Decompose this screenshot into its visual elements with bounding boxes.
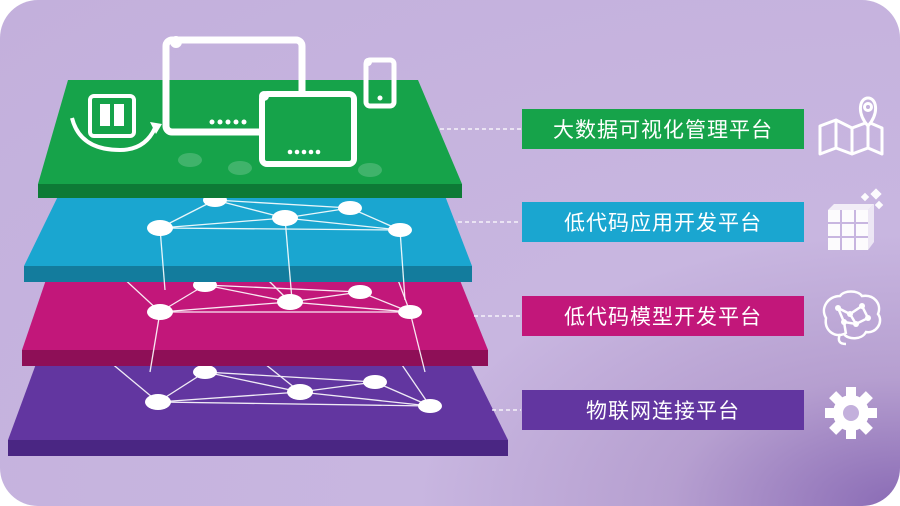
label-iot-platform: 物联网连接平台 xyxy=(522,390,804,430)
label-big-data-platform: 大数据可视化管理平台 xyxy=(522,109,804,149)
phone-icon xyxy=(363,57,397,109)
layer-model-dev xyxy=(22,268,488,373)
label-lowcode-model-platform: 低代码模型开发平台 xyxy=(522,296,804,336)
brain-icon xyxy=(822,290,882,346)
cubes-icon xyxy=(828,188,884,250)
map-pin-icon xyxy=(818,96,884,156)
small-monitor-icon xyxy=(259,91,357,167)
layer-app-dev xyxy=(24,188,472,301)
tablet-icon xyxy=(162,36,306,136)
gear-icon xyxy=(825,387,877,439)
connector-lines xyxy=(440,128,521,411)
layer-big-data xyxy=(38,36,462,198)
monitor-icon xyxy=(70,94,162,153)
label-lowcode-app-platform: 低代码应用开发平台 xyxy=(522,202,804,242)
layer-iot xyxy=(8,353,508,456)
